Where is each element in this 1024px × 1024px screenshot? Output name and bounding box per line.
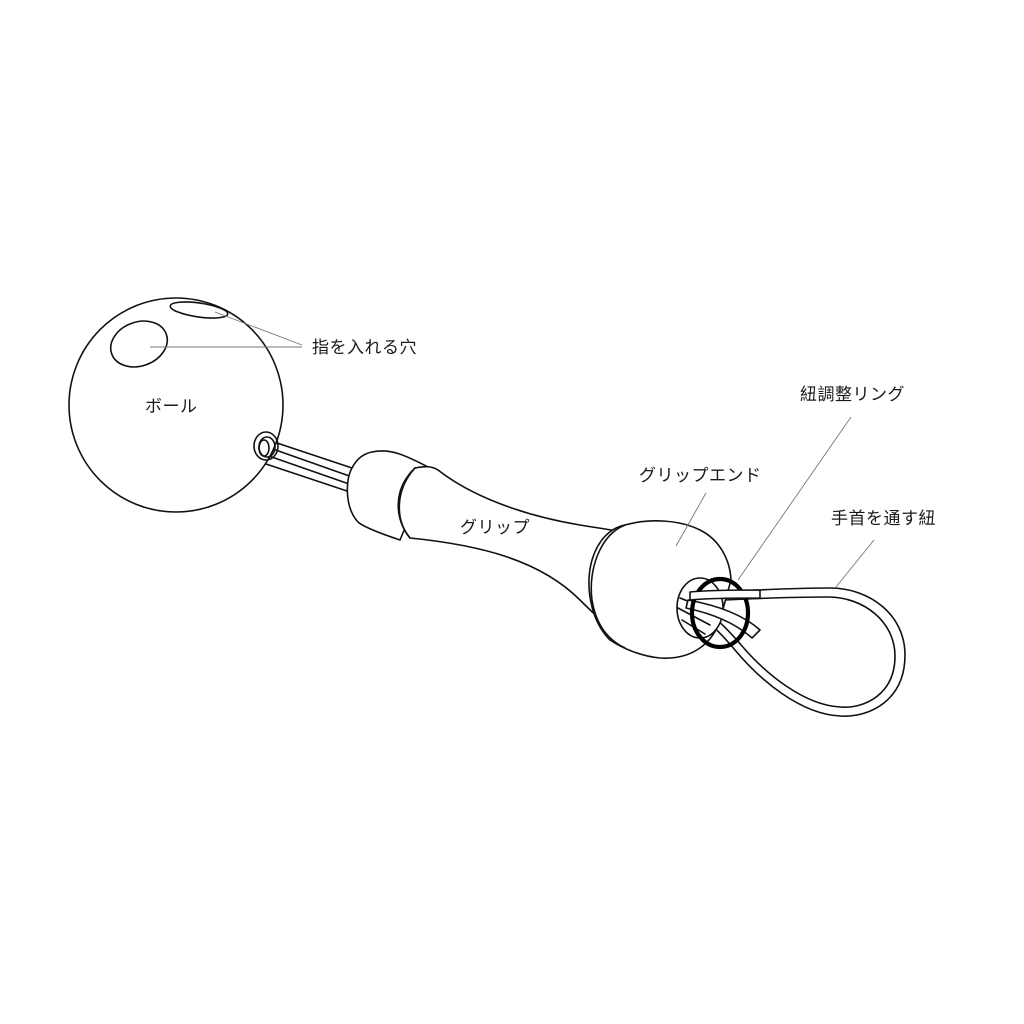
- ball: [68, 297, 284, 513]
- wrist-cord: [689, 587, 906, 717]
- leader-cord-adjust-ring: [737, 416, 852, 581]
- finger-hole-front: [109, 320, 169, 368]
- connector-ring: [253, 431, 279, 461]
- label-wrist-cord: 手首を通す紐: [831, 509, 936, 529]
- label-grip-end: グリップエンド: [639, 466, 762, 486]
- leader-grip-end: [675, 492, 707, 547]
- cord-adjust-ring: [689, 576, 751, 650]
- finger-hole-top: [169, 301, 229, 319]
- label-cord-adjust-ring: 紐調整リング: [800, 385, 905, 405]
- leader-lines: [150, 311, 875, 588]
- leader-wrist-cord: [835, 539, 875, 588]
- label-ball: ボール: [145, 397, 198, 417]
- label-grip: グリップ: [460, 518, 530, 538]
- label-finger-holes: 指を入れる穴: [312, 338, 417, 358]
- leader-finger-hole-top: [214, 311, 303, 346]
- wrist-cord-top-strand: [689, 589, 761, 601]
- wrist-cord-front-strand: [685, 599, 761, 639]
